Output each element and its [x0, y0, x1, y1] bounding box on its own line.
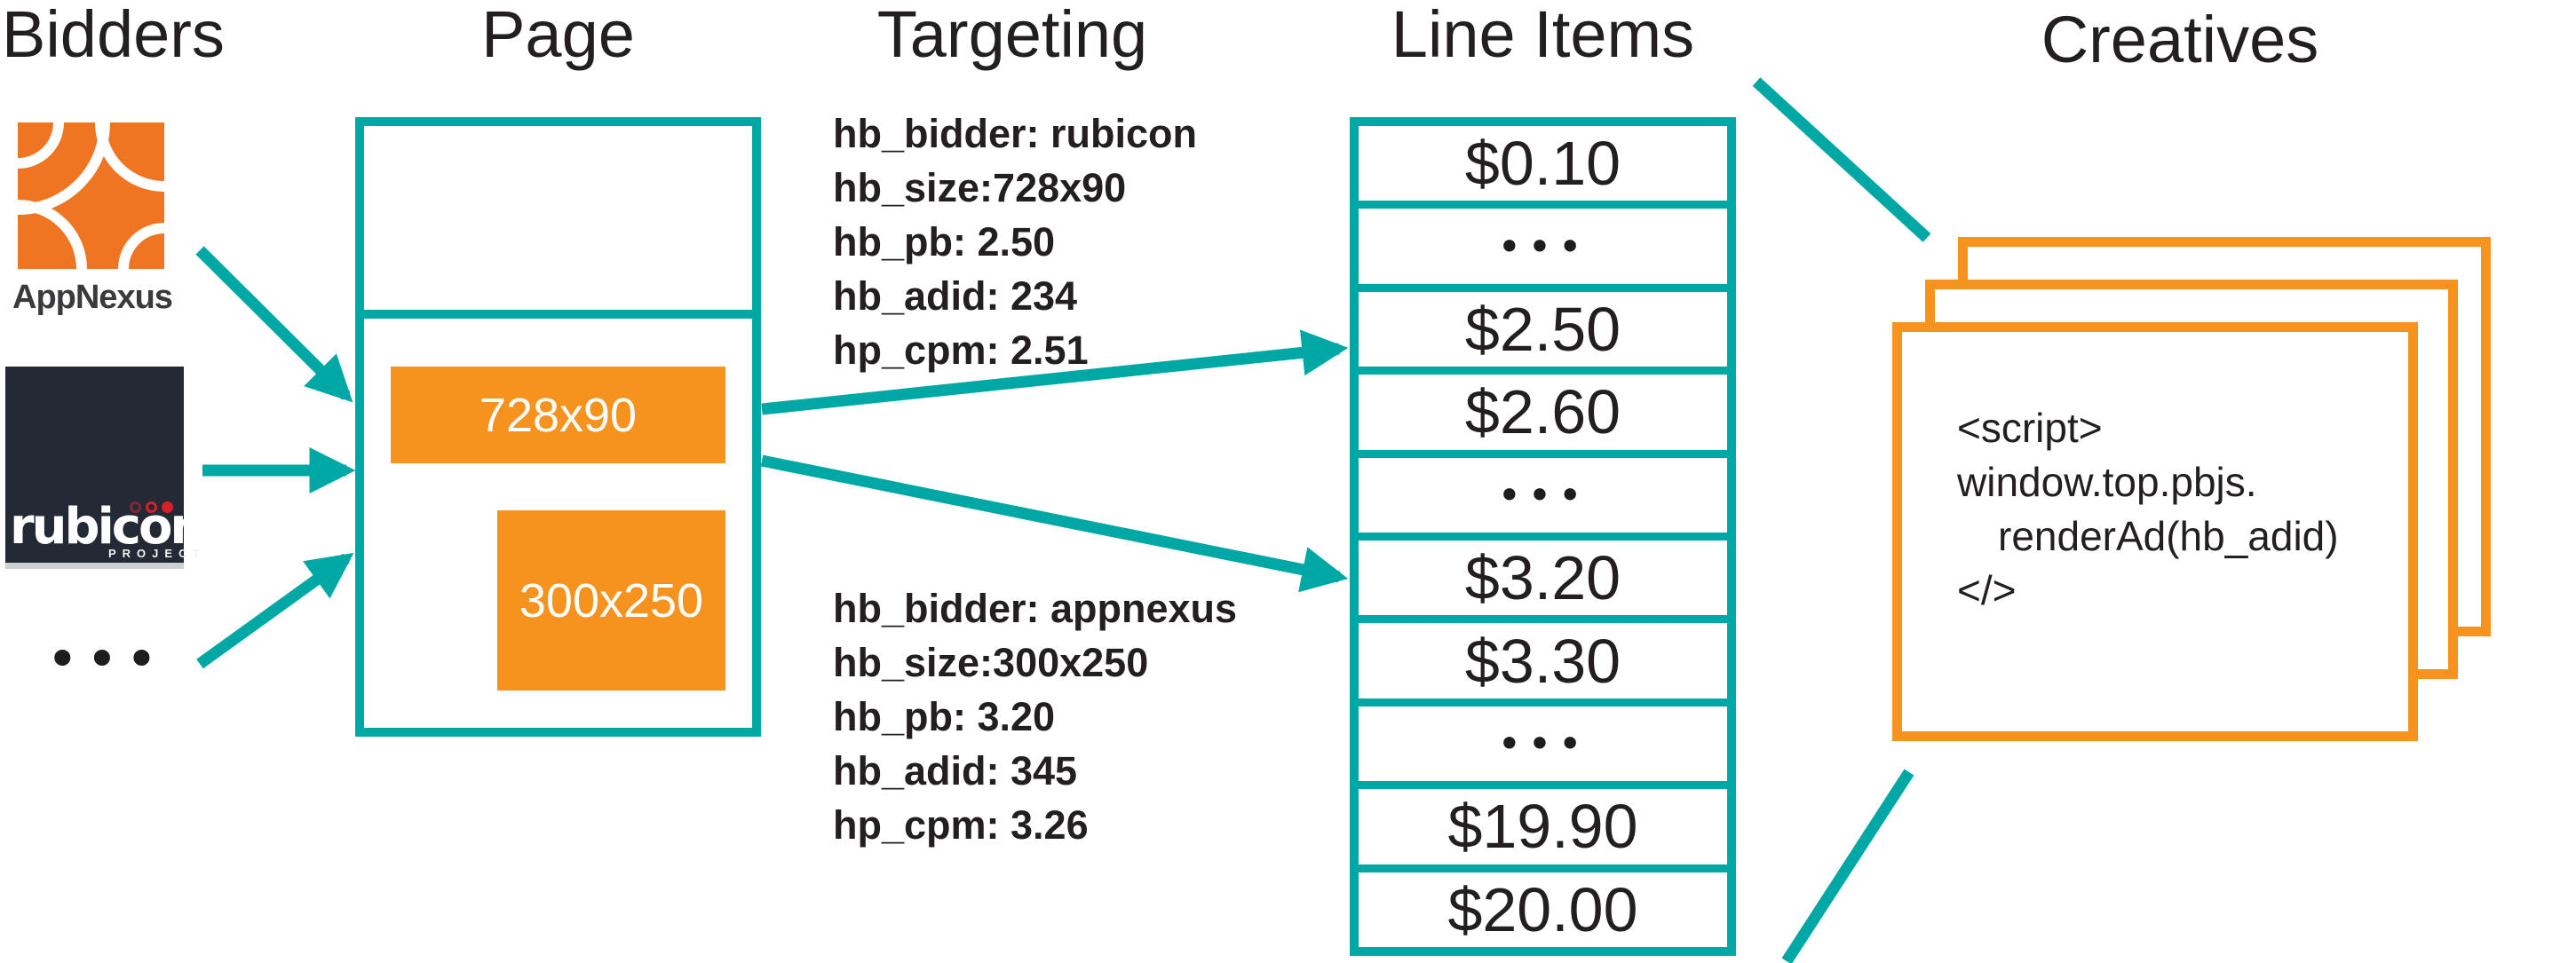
line-items-table: $0.10 ••• $2.50 $2.60 ••• $3.20 $3.30 ••…	[1350, 117, 1736, 956]
line-item-row-ellipsis: •••	[1359, 698, 1727, 782]
line-item-row-ellipsis: •••	[1359, 201, 1727, 284]
appnexus-label: AppNexus	[12, 279, 173, 316]
appnexus-logo-icon	[18, 122, 164, 269]
code-line: renderAd(hb_adid)	[1998, 513, 2339, 559]
column-title-line-items: Line Items	[1391, 0, 1695, 71]
line-item-row: $3.30	[1359, 615, 1727, 699]
code-line: window.top.pbjs.	[1957, 459, 2257, 505]
line-lineitems-to-creatives-bottom-icon	[1781, 769, 1914, 963]
arrow-others-to-page-icon	[196, 552, 354, 669]
ad-slot-728x90-label: 728x90	[479, 388, 638, 442]
ad-slot-300x250-label: 300x250	[519, 573, 704, 628]
line-item-row-ellipsis: •••	[1359, 449, 1727, 533]
rubicon-dots-icon	[130, 501, 173, 513]
targeting-line: hb_adid: 345	[833, 748, 1078, 793]
column-title-creatives: Creatives	[2041, 3, 2319, 76]
ad-slot-300x250: 300x250	[497, 510, 725, 691]
code-line: </>	[1957, 567, 2017, 613]
rubicon-project-text: PROJECT	[108, 547, 207, 560]
targeting-line: hp_cpm: 3.26	[833, 802, 1089, 848]
ad-slot-728x90: 728x90	[391, 367, 725, 463]
targeting-line: hb_pb: 2.50	[833, 219, 1056, 264]
targeting-line: hb_bidder: rubicon	[833, 111, 1197, 156]
targeting-block-rubicon: hb_bidder: rubicon hb_size:728x90 hb_pb:…	[833, 107, 1197, 377]
line-item-row: $2.50	[1359, 283, 1727, 367]
rubicon-wordmark: rubicon®	[10, 498, 215, 556]
targeting-line: hb_bidder: appnexus	[833, 586, 1238, 631]
targeting-block-appnexus: hb_bidder: appnexus hb_size:300x250 hb_p…	[833, 581, 1237, 852]
arrow-page-to-lineitem-320-icon	[760, 454, 1349, 593]
line-lineitems-to-creatives-top-icon	[1752, 77, 1931, 242]
more-bidders-ellipsis: •••	[46, 627, 165, 691]
rubicon-logo: rubicon® PROJECT	[5, 367, 215, 569]
line-item-row: $3.20	[1359, 533, 1727, 616]
rubicon-word-text: rubicon	[10, 498, 205, 556]
arrow-appnexus-to-page-icon	[195, 246, 353, 403]
targeting-line: hb_size:728x90	[833, 165, 1127, 210]
column-title-bidders: Bidders	[2, 0, 225, 71]
targeting-line: hp_cpm: 2.51	[833, 328, 1089, 373]
page-header-divider	[364, 310, 752, 319]
arrow-page-to-lineitem-250-icon	[761, 329, 1349, 415]
line-item-row: $2.60	[1359, 367, 1727, 450]
line-item-row: $20.00	[1359, 864, 1727, 948]
creative-code-snippet: <script> window.top.pbjs. renderAd(hb_ad…	[1957, 401, 2408, 618]
creative-card-front: <script> window.top.pbjs. renderAd(hb_ad…	[1892, 322, 2418, 741]
code-line: <script>	[1957, 405, 2103, 451]
column-title-targeting: Targeting	[876, 0, 1148, 71]
line-item-row: $19.90	[1359, 781, 1727, 864]
targeting-line: hb_pb: 3.20	[833, 694, 1056, 739]
rubicon-registered-mark: ®	[202, 525, 216, 540]
targeting-line: hb_adid: 234	[833, 273, 1078, 319]
line-item-row: $0.10	[1359, 126, 1727, 201]
targeting-line: hb_size:300x250	[833, 640, 1149, 685]
column-title-page: Page	[481, 0, 635, 71]
